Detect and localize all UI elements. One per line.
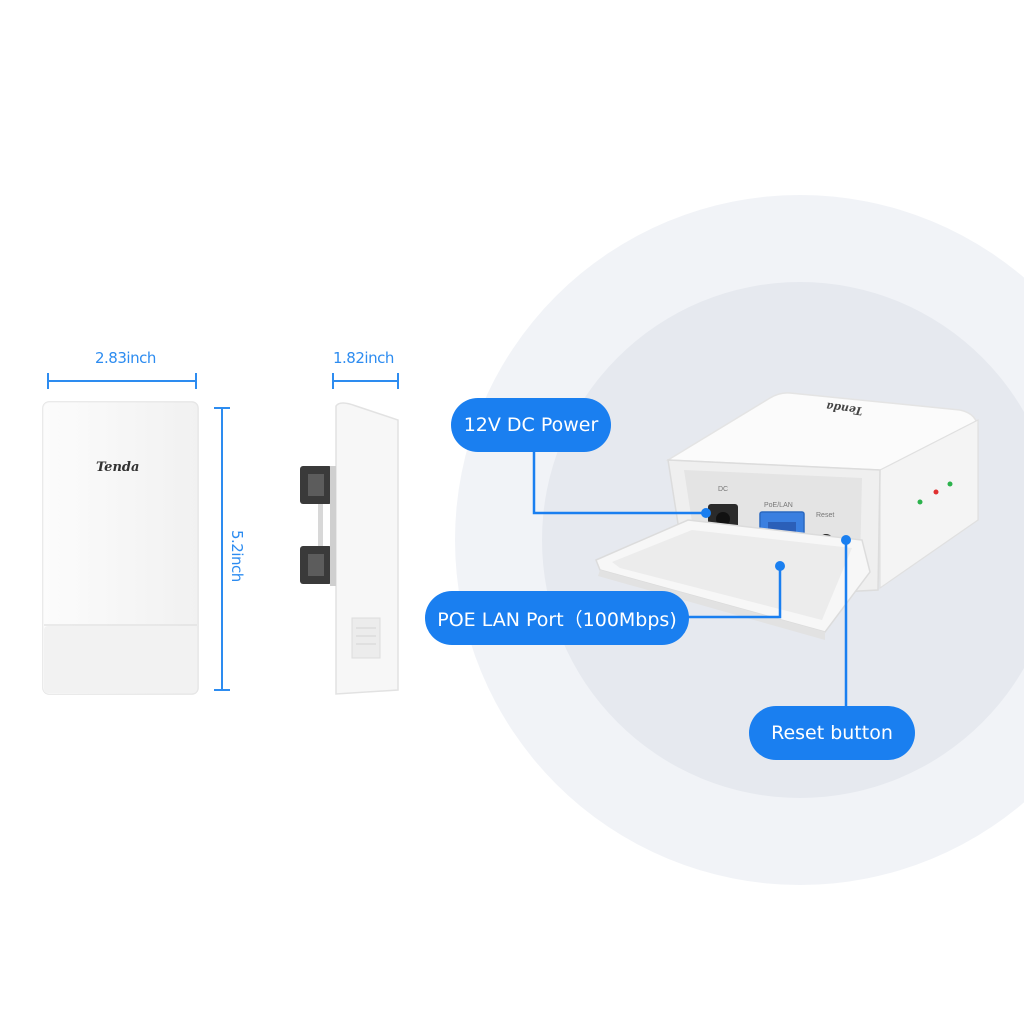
dc-port-label: DC <box>718 486 729 493</box>
height-dimension-label: 5.2inch <box>228 530 246 582</box>
depth-dimension-label: 1.82inch <box>333 349 394 367</box>
width-dimension-label: 2.83inch <box>95 349 156 367</box>
height-dimension <box>214 407 230 691</box>
poe-lan-callout: POE LAN Port（100Mbps) <box>425 591 689 645</box>
depth-dimension <box>332 373 399 389</box>
front-view-device <box>42 401 199 695</box>
dc-power-callout: 12V DC Power <box>451 398 611 452</box>
open-device-ports-view <box>595 392 979 640</box>
reset-button-callout: Reset button <box>749 706 915 760</box>
poe-port-label: PoE/LAN <box>764 502 793 509</box>
width-dimension <box>47 373 197 389</box>
tenda-logo: Tenda <box>96 460 140 475</box>
side-view-device <box>300 402 399 695</box>
callout-connectors <box>532 450 848 706</box>
reset-port-label: Reset <box>816 512 835 519</box>
callout-dots <box>701 508 851 571</box>
